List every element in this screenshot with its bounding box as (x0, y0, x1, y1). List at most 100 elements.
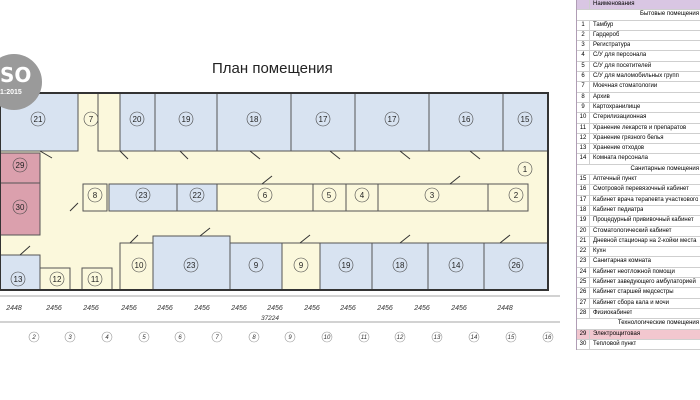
legend-row-number: 15 (577, 175, 590, 185)
legend-row-name: Тамбур (593, 21, 614, 28)
room-label-circle (87, 271, 103, 287)
legend-row-number: 19 (577, 216, 590, 226)
room-number-label: 14 (452, 261, 461, 270)
room-label-circle (131, 257, 147, 273)
room-label-circle (135, 187, 151, 203)
room-label-circle (10, 271, 26, 287)
legend-row-name: Аптечный пункт (593, 176, 637, 183)
room-30-block (0, 182, 41, 236)
room-label-circle (508, 187, 524, 203)
legend-row-number: 12 (577, 133, 590, 144)
dimension-label: 2456 (230, 305, 247, 312)
room-label-circle (321, 187, 337, 203)
legend-row-number: 28 (577, 308, 590, 319)
room-number-label: 5 (327, 191, 332, 200)
legend-row-name: Регистратура (593, 42, 631, 49)
legend-row-name: Картохранилище (593, 103, 641, 110)
axis-bubble (321, 331, 333, 343)
room-label-circle (178, 111, 194, 127)
room-number-label: 4 (360, 191, 365, 200)
room-number-label: 17 (319, 115, 328, 124)
legend-row-number: 9 (577, 102, 590, 113)
axis-bubble (248, 331, 260, 343)
dimension-label: 2456 (193, 305, 210, 312)
dimension-label: 2456 (450, 305, 467, 312)
legend-row-number: 23 (577, 257, 590, 267)
axis-bubble (431, 331, 443, 343)
legend-row-number: 7 (577, 82, 590, 92)
room-number-label: 7 (89, 115, 94, 124)
legend-row-number: 6 (577, 72, 590, 82)
axis-bubble (468, 331, 480, 343)
room-number-label: 13 (14, 275, 23, 284)
dimension-label: 2456 (413, 305, 430, 312)
axis-number: 16 (545, 335, 552, 341)
room-label-circle (448, 257, 464, 273)
outer-wall (0, 92, 549, 291)
legend-row-number: 16 (577, 185, 590, 195)
room-label-circle (129, 111, 145, 127)
legend-row-name: Дневной стационар на 2-койки места (593, 237, 697, 244)
room-number-label: 18 (250, 115, 259, 124)
legend-row-name: Физиокабинет (593, 309, 633, 316)
middle-rooms (82, 183, 529, 212)
legend-row-name: Тепловой пункт (593, 340, 637, 347)
legend-row-number: 1 (577, 20, 590, 30)
dimension-label: 2448 (496, 305, 513, 312)
upper-rooms (0, 92, 549, 152)
room-number-label: 22 (193, 191, 202, 200)
dimension-label: 2448 (5, 305, 22, 312)
legend-row-number: 17 (577, 195, 590, 205)
room-number-label: 8 (93, 191, 98, 200)
dimension-label: 2456 (303, 305, 320, 312)
room-number-label: 20 (133, 115, 142, 124)
legend-header: Наименования (593, 1, 635, 7)
axis-bubble (394, 331, 406, 343)
legend-row-name: Кабинет педиатра (593, 206, 644, 213)
room-label-circle (189, 187, 205, 203)
legend-row-number: 14 (577, 154, 590, 164)
axis-number: 2 (31, 335, 36, 341)
legend-row-number: 8 (577, 92, 590, 102)
axis-number: 10 (324, 335, 331, 341)
room-number-label: 9 (299, 261, 304, 270)
legend-row-name: С/У для маломобильных групп (593, 73, 679, 80)
axis-number: 7 (215, 335, 219, 341)
room-number-label: 26 (512, 261, 521, 270)
room-label-circle (246, 111, 262, 127)
legend-row-name: Стерилизационная (593, 114, 647, 121)
room-number-label: 10 (135, 261, 144, 270)
room-number-label: 19 (342, 261, 351, 270)
room-number-label: 30 (16, 203, 25, 212)
total-dimension: 37224 (261, 315, 279, 322)
axis-number: 8 (252, 335, 256, 341)
legend-row-name: Процедурный прививочный кабинет (593, 217, 694, 224)
room-number-label: 29 (16, 161, 25, 170)
room-number-label: 23 (187, 261, 196, 270)
legend-row-name: С/У для персонала (593, 52, 647, 59)
room-number-label: 2 (514, 191, 519, 200)
axis-number: 14 (471, 335, 478, 341)
legend-row-name: Смотровой перевязочный кабинет (593, 186, 689, 193)
legend-row-name: Кухн (593, 248, 606, 255)
legend-row-number: 10 (577, 113, 590, 123)
axis-bubble (542, 331, 554, 343)
axis-bubble (358, 331, 370, 343)
legend-row-number: 2 (577, 30, 590, 41)
room-label-circle (12, 157, 28, 173)
legend-row-name: Кабинет сбора кала и мочи (593, 299, 670, 306)
legend-section-row: Бытовые помещения (577, 10, 700, 21)
